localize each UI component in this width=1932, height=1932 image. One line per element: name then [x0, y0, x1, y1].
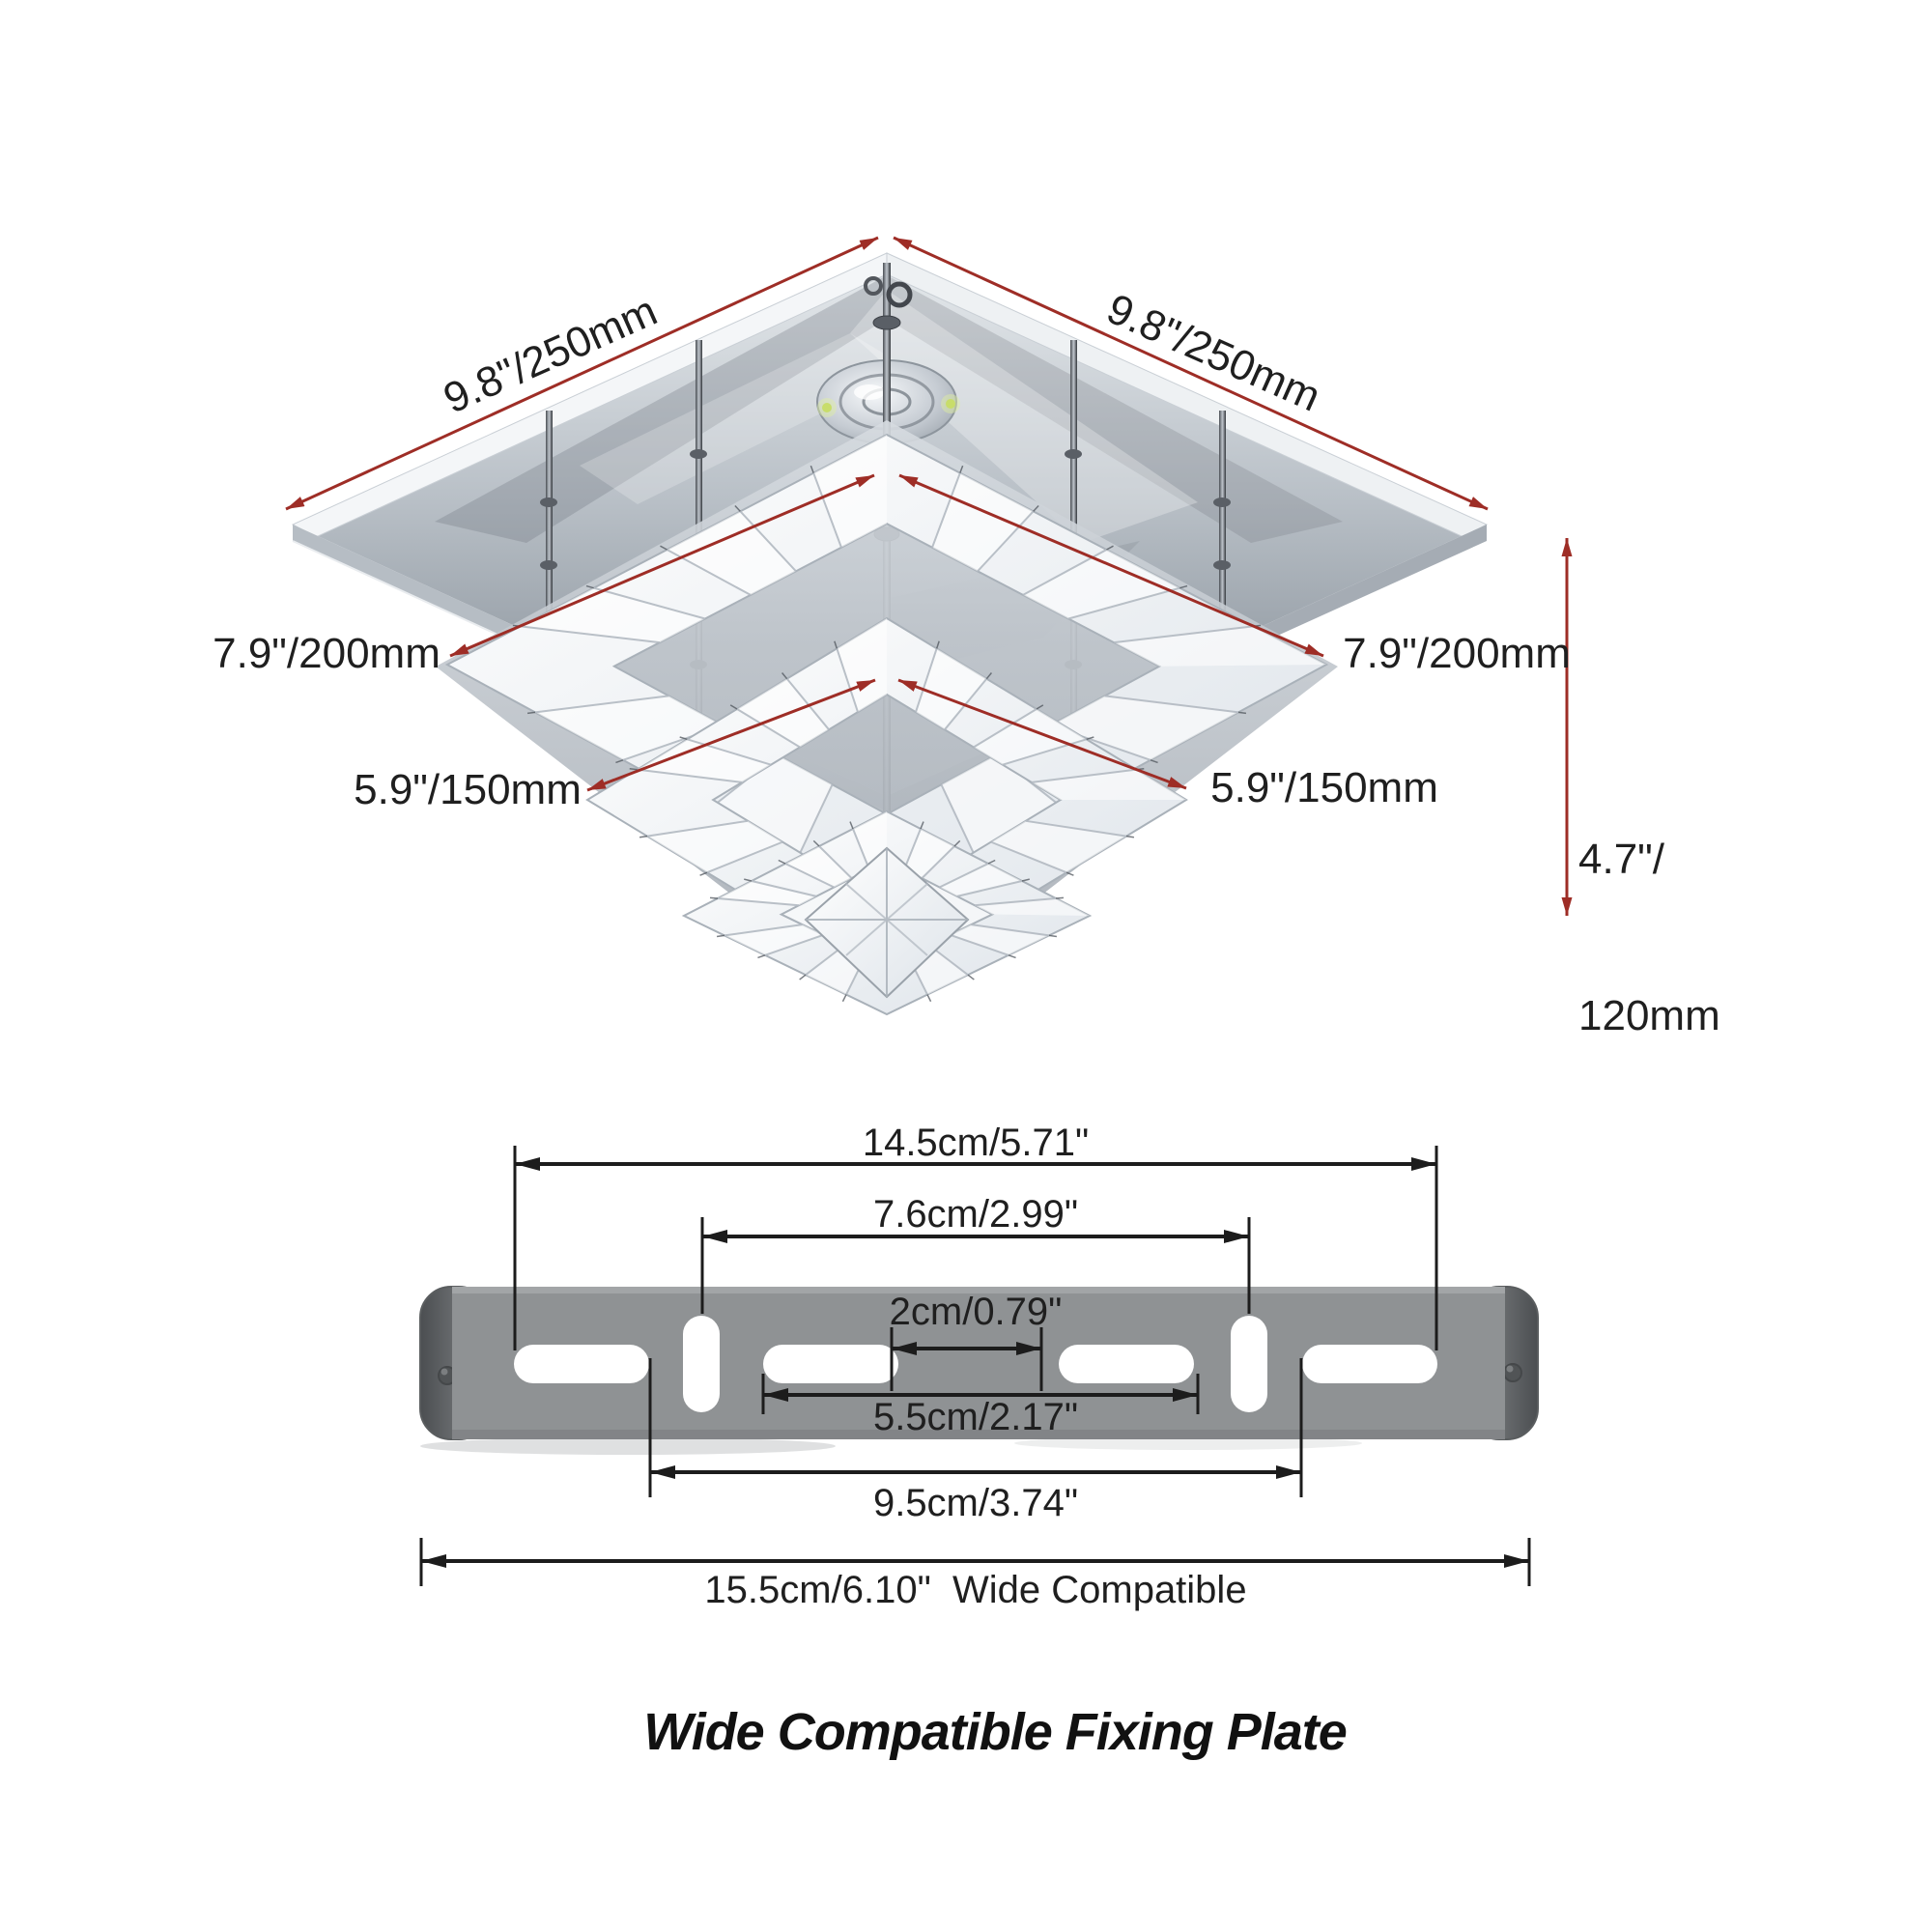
- diagram-caption: Wide Compatible Fixing Plate: [643, 1703, 1348, 1761]
- fixture-tier1-label-left: 7.9"/200mm: [213, 629, 440, 677]
- crystal-pendant: [804, 846, 970, 999]
- fixture-tier2-label-left: 5.9"/150mm: [354, 765, 582, 813]
- plate-center-gap-label: 2cm/0.79": [889, 1291, 1063, 1333]
- fixture-height-label-line2: 120mm: [1578, 992, 1720, 1039]
- fixing-plate-drawing: [419, 1146, 1539, 1586]
- fixture-height-label: 4.7"/ 120mm: [1578, 729, 1720, 1147]
- plate-oval-span-label: 7.6cm/2.99": [872, 1193, 1079, 1236]
- fixture-tier1-label-right: 7.9"/200mm: [1343, 629, 1571, 677]
- fixture-illustration: [285, 236, 1573, 1016]
- fixture-tier2-label-right: 5.9"/150mm: [1210, 763, 1438, 811]
- fixture-dimension-lines: [285, 236, 1573, 916]
- plate-slots: [514, 1316, 1437, 1412]
- plate-total-width-label: 15.5cm/6.10" Wide Compatible: [704, 1569, 1247, 1611]
- plate-outer-slots-label: 9.5cm/3.74": [872, 1482, 1079, 1524]
- plate-inner-slots-label: 5.5cm/2.17": [872, 1396, 1079, 1438]
- fixture-height-label-line1: 4.7"/: [1578, 836, 1665, 883]
- plate-slot-span-label: 14.5cm/5.71": [862, 1122, 1090, 1164]
- plate-dimension-lines: [419, 1146, 1531, 1586]
